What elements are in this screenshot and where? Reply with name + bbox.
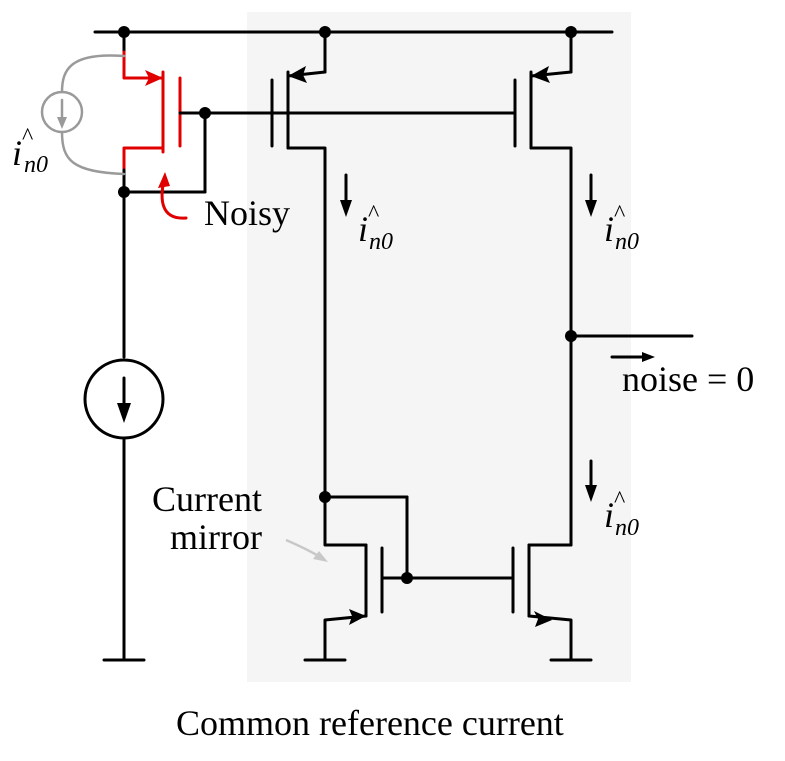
svg-text:i: i — [604, 495, 614, 535]
junction-dot — [565, 26, 577, 38]
noise-current-label-left: i n0 ^ — [12, 124, 48, 178]
reference-current-source — [83, 358, 165, 440]
noise-current-label-right-top: i n0 ^ — [604, 201, 639, 255]
noise-current-source — [40, 54, 126, 176]
svg-text:^: ^ — [22, 124, 33, 150]
middle-pmos-arrow — [288, 66, 307, 83]
noisy-label: Noisy — [204, 193, 290, 233]
junction-dot — [118, 26, 130, 38]
svg-text:i: i — [12, 133, 22, 173]
current-arrow-right-top — [585, 173, 597, 217]
noise-current-label-right-bottom: i n0 ^ — [604, 487, 639, 541]
svg-text:^: ^ — [614, 487, 625, 513]
current-arrow-middle — [340, 173, 352, 217]
svg-text:^: ^ — [614, 201, 625, 227]
svg-text:i: i — [358, 209, 368, 249]
svg-text:n0: n0 — [615, 515, 639, 541]
svg-text:n0: n0 — [24, 152, 48, 178]
noise-zero-label: noise = 0 — [622, 359, 754, 399]
current-mirror-label-line1: Current — [152, 479, 262, 519]
current-mirror — [303, 495, 593, 662]
noise-current-label-middle: i n0 ^ — [358, 201, 393, 255]
right-pmos-arrow — [531, 66, 550, 83]
mirror-right-arrow — [534, 611, 552, 627]
current-mirror-label-line2: mirror — [170, 517, 262, 557]
shaded-region — [247, 12, 631, 682]
junction-dot — [319, 26, 331, 38]
junction-dot — [319, 491, 331, 503]
junction-dot — [401, 572, 413, 584]
figure-caption: Common reference current — [176, 703, 564, 743]
noisy-reference-transistor — [122, 30, 207, 220]
svg-text:i: i — [604, 209, 614, 249]
svg-text:n0: n0 — [369, 229, 393, 255]
junction-dot — [118, 186, 130, 198]
junction-dot — [199, 107, 211, 119]
svg-text:n0: n0 — [615, 229, 639, 255]
mirror-left-arrow — [349, 609, 366, 625]
noise-output-arrow — [610, 352, 655, 362]
middle-pmos-transistor — [270, 30, 327, 499]
right-pmos-transistor — [513, 30, 573, 547]
noisy-transistor-arrow — [145, 70, 163, 86]
current-arrow-right-bottom — [585, 459, 597, 502]
junction-dot — [565, 330, 577, 342]
svg-text:^: ^ — [368, 201, 379, 227]
